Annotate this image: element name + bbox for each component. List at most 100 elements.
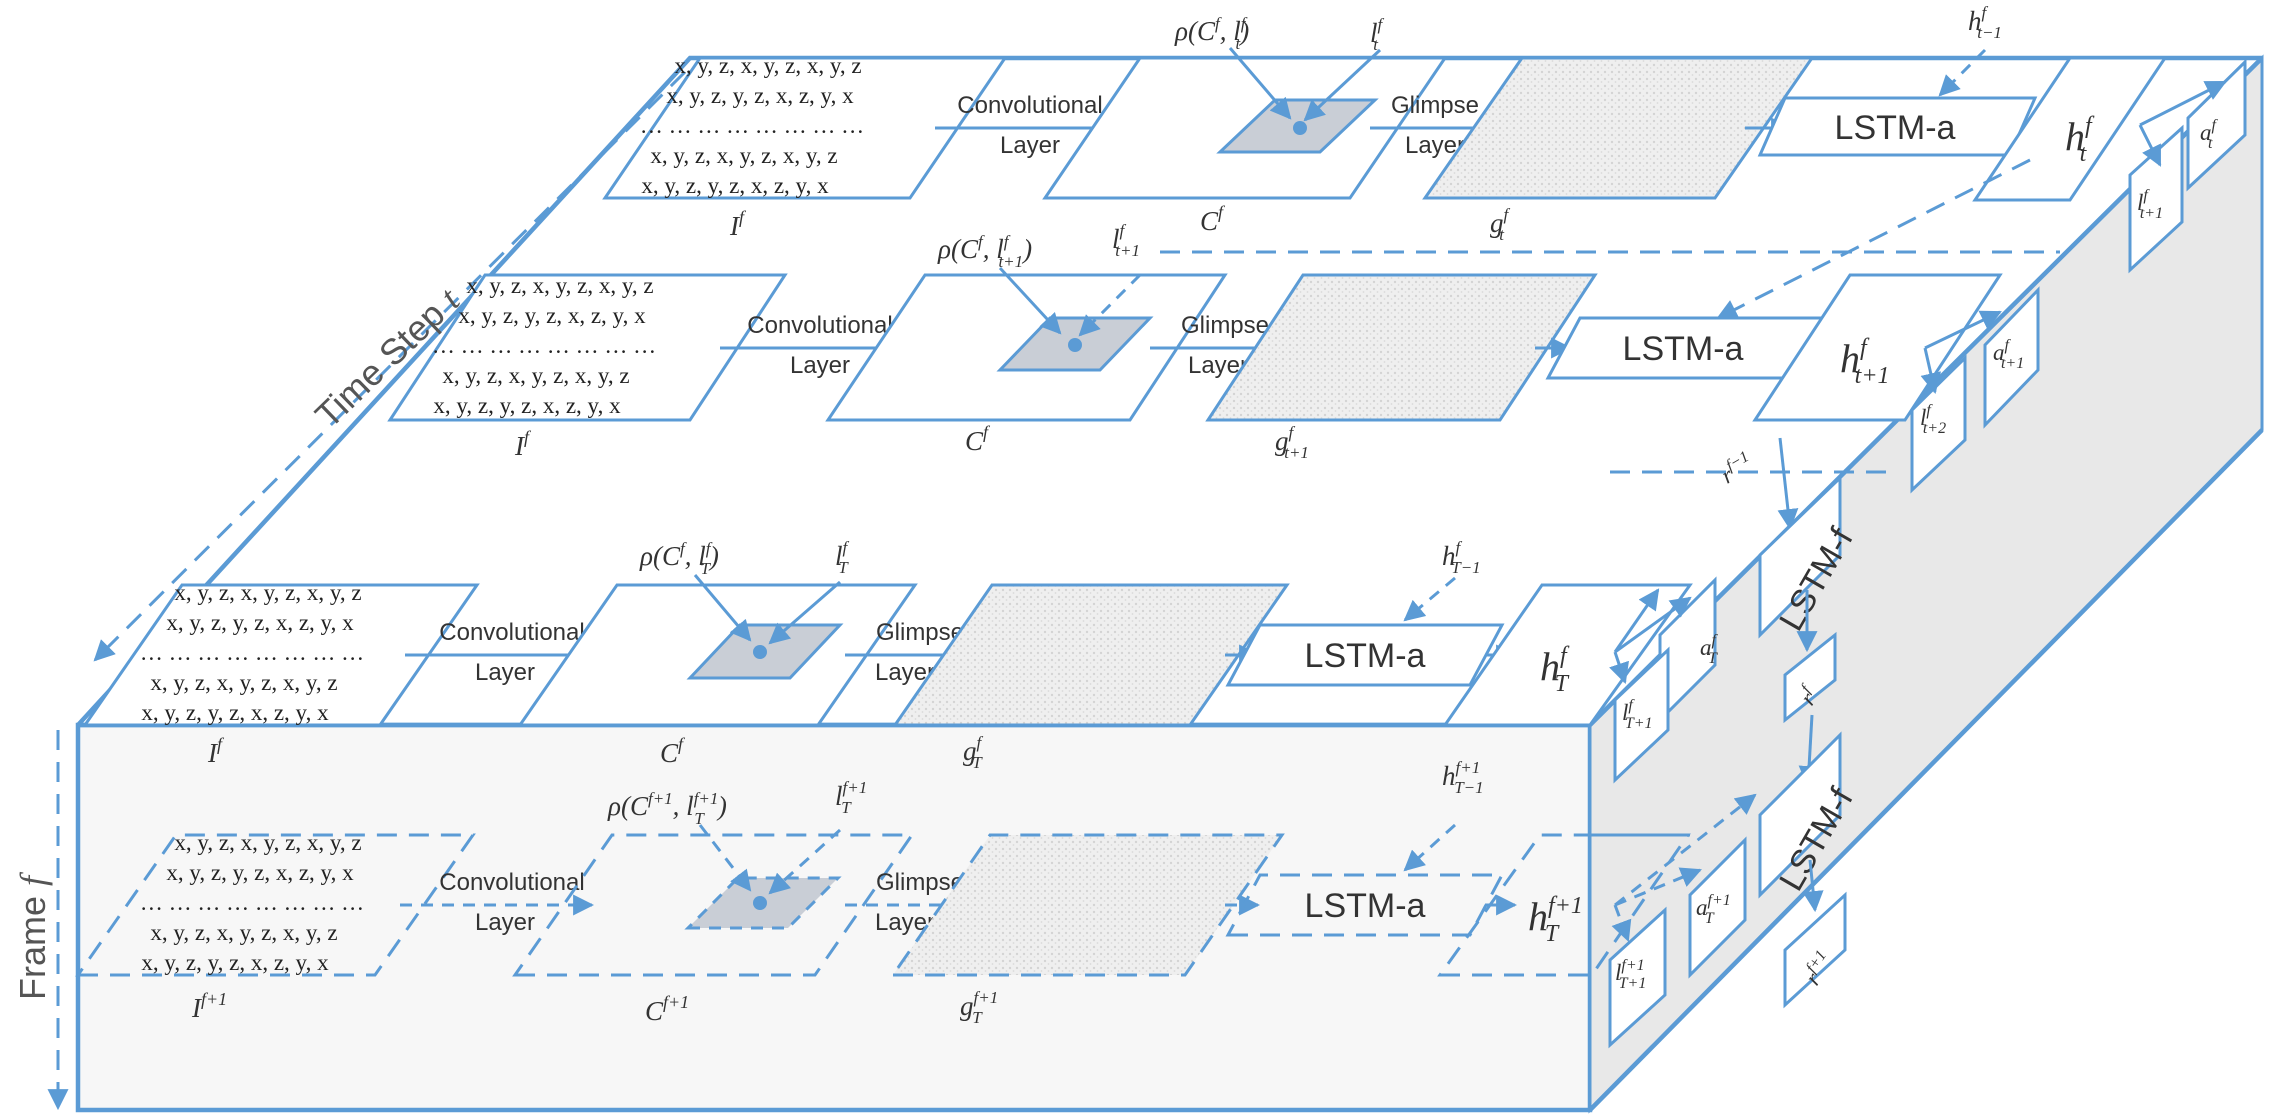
- lstm-a-box: [1225, 873, 1505, 937]
- svg-text:… … … … … … … …: … … … … … … … …: [640, 113, 864, 138]
- input-code: x, y, z, x, y, z, x, y, z x, y, z, y, z,…: [140, 580, 364, 725]
- conv-label-2: Layer: [790, 352, 850, 379]
- conv-map: [512, 833, 915, 977]
- action-box: [1688, 836, 1747, 979]
- h-prev-arrow: [1403, 576, 1456, 622]
- conv-label-2: Layer: [475, 909, 535, 936]
- reward-box: [1783, 631, 1837, 724]
- row-t: x, y, z, x, y, z, x, y, z x, y, z, y, z,…: [602, 3, 2247, 320]
- svg-text:… … … … … … … …: … … … … … … … …: [432, 333, 656, 358]
- conv-label: Convolutional: [957, 92, 1102, 119]
- input-code: x, y, z, x, y, z, x, y, z x, y, z, y, z,…: [640, 53, 864, 198]
- conv-label: Convolutional: [439, 869, 584, 896]
- location-arrow: [1303, 48, 1382, 122]
- conv-map-label: Cf: [660, 734, 686, 768]
- action-arrow: [2139, 80, 2227, 127]
- svg-text:x, y, z, y, z, x, z, y, x: x, y, z, y, z, x, z, y, x: [166, 610, 354, 635]
- input-label: If+1: [191, 989, 227, 1023]
- next-location-arrow: [1611, 904, 1632, 942]
- glimpse-center-dot: [1068, 338, 1082, 352]
- conv-label-2: Layer: [475, 659, 535, 686]
- svg-text:x, y, z, x, y, z, x, y, z: x, y, z, x, y, z, x, y, z: [150, 920, 337, 945]
- action-arrow-2: [1613, 588, 1660, 653]
- input-frame: [75, 833, 476, 977]
- rho-arrow: [1228, 47, 1292, 120]
- lstm-a-label: LSTM-a: [1305, 887, 1426, 925]
- conv-map-label: Cf: [965, 422, 991, 456]
- svg-text:… … … … … … … …: … … … … … … … …: [140, 640, 364, 665]
- glimpse-feature: [1422, 56, 1815, 200]
- input-code: x, y, z, x, y, z, x, y, z x, y, z, y, z,…: [432, 273, 656, 418]
- conv-label: Convolutional: [439, 619, 584, 646]
- svg-text:x, y, z, x, y, z, x, y, z: x, y, z, x, y, z, x, y, z: [466, 273, 653, 298]
- h-to-lstm-f-arrow: [1614, 793, 1757, 907]
- svg-text:… … … … … … … …: … … … … … … … …: [140, 890, 364, 915]
- svg-text:x, y, z, y, z, x, z, y, x: x, y, z, y, z, x, z, y, x: [141, 700, 329, 725]
- time-step-axis: [93, 70, 687, 662]
- svg-text:x, y, z, x, y, z, x, y, z: x, y, z, x, y, z, x, y, z: [174, 580, 361, 605]
- frame-axis-label: Frame f: [12, 871, 53, 1000]
- svg-text:x, y, z, y, z, x, z, y, x: x, y, z, y, z, x, z, y, x: [458, 303, 646, 328]
- h-to-lstm-f-arrow: [1777, 437, 1799, 531]
- h-prev-arrow: [1938, 48, 1987, 97]
- row-T: x, y, z, x, y, z, x, y, z x, y, z, y, z,…: [82, 538, 1719, 784]
- action-arrow: [1614, 596, 1692, 654]
- svg-text:Frame f: Frame f: [12, 871, 53, 1000]
- lstm-a-label: LSTM-a: [1623, 330, 1744, 368]
- input-frame: [602, 56, 1008, 200]
- svg-text:x, y, z, y, z, x, z, y, x: x, y, z, y, z, x, z, y, x: [141, 950, 329, 975]
- next-location-box: [1608, 906, 1667, 1049]
- lstm-f-box-next: [1758, 731, 1842, 899]
- svg-text:x, y, z, y, z, x, z, y, x: x, y, z, y, z, x, z, y, x: [166, 860, 354, 885]
- hidden-state: [1442, 583, 1693, 727]
- h-to-next-step-arrow: [1716, 158, 2031, 320]
- lstm-f-box: [1758, 474, 1842, 639]
- location-arrow: [768, 580, 841, 645]
- svg-text:x, y, z, y, z, x, z, y, x: x, y, z, y, z, x, z, y, x: [641, 173, 829, 198]
- svg-text:x, y, z, x, y, z, x, y, z: x, y, z, x, y, z, x, y, z: [174, 830, 361, 855]
- action-box: [2186, 58, 2247, 192]
- conv-label-2: Layer: [1000, 132, 1060, 159]
- rho-arrow: [693, 574, 752, 642]
- glimpse-feature: [890, 833, 1285, 977]
- row-f-plus-1: x, y, z, x, y, z, x, y, z x, y, z, y, z,…: [75, 758, 1757, 1049]
- input-code: x, y, z, x, y, z, x, y, z x, y, z, y, z,…: [140, 830, 364, 975]
- input-label: If: [514, 427, 532, 461]
- svg-text:x, y, z, y, z, x, z, y, x: x, y, z, y, z, x, z, y, x: [666, 83, 854, 108]
- input-label: If: [207, 734, 225, 768]
- lstm-f-to-reward-next-arrow: [1802, 859, 1824, 913]
- rho-arrow: [698, 824, 752, 892]
- glimpse-center-dot: [1293, 121, 1307, 135]
- lstm-a-label: LSTM-a: [1305, 637, 1426, 675]
- glimpse-label: Glimpse: [876, 619, 964, 646]
- lstm-a-box: [1757, 96, 2038, 157]
- action-box: [1983, 286, 2040, 429]
- glimpse-center-dot: [753, 645, 767, 659]
- reward-prev-label: rf−1: [1716, 448, 1758, 488]
- hidden-state: [1752, 273, 2003, 422]
- box-side-bottom-edge: [1588, 428, 2264, 1112]
- next-location-arrow: [1609, 651, 1629, 684]
- svg-text:x, y, z, x, y, z, x, y, z: x, y, z, x, y, z, x, y, z: [650, 143, 837, 168]
- action-arrow: [1614, 867, 1702, 907]
